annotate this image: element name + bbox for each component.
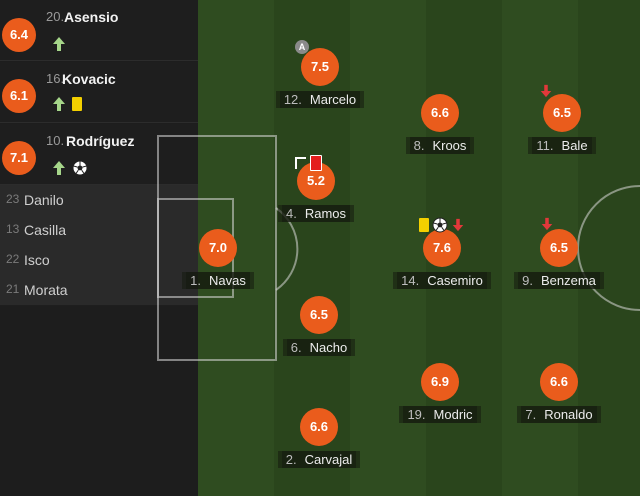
assist-icon: A — [295, 40, 309, 54]
substitute-row[interactable]: 7.1 10. Rodríguez — [0, 124, 198, 185]
player-label: 4.Ramos — [256, 205, 376, 222]
player-number: 9. — [518, 272, 537, 289]
player-label: 2.Carvajal — [259, 451, 379, 468]
player-name: Kroos — [428, 137, 471, 154]
player-name: Ronaldo — [540, 406, 597, 423]
player-name: Isco — [24, 252, 50, 268]
player-number: 14. — [397, 272, 424, 289]
player-marker[interactable]: 7.5 12.Marcelo — [260, 48, 380, 108]
player-marker[interactable]: 6.6 7.Ronaldo — [499, 363, 619, 423]
player-name: Danilo — [24, 192, 64, 208]
substitute-row[interactable]: 6.1 16. Kovacic — [0, 62, 198, 123]
player-label: 9.Benzema — [499, 272, 619, 289]
player-label: 19.Modric — [380, 406, 500, 423]
player-marker[interactable]: 6.5 11.Bale — [502, 94, 622, 154]
player-number: 20. — [46, 9, 65, 24]
rating-badge: 6.5 — [540, 229, 578, 267]
player-marker[interactable]: 6.6 8.Kroos — [380, 94, 500, 154]
player-label: 6.Nacho — [259, 339, 379, 356]
player-marker[interactable]: 6.5 6.Nacho — [259, 296, 379, 356]
player-name: Carvajal — [300, 451, 357, 468]
bench-row[interactable]: 22 Isco — [0, 245, 198, 276]
pitch: 7.5 12.Marcelo A 6.6 8.Kroos 6.5 11.Bale… — [157, 0, 640, 496]
player-number: 23 — [6, 192, 20, 206]
player-label: 14.Casemiro — [382, 272, 502, 289]
bench-row[interactable]: 21 Morata — [0, 275, 198, 306]
player-number: 13 — [6, 222, 20, 236]
rating-badge: 7.0 — [199, 229, 237, 267]
player-name: Benzema — [536, 272, 600, 289]
rating-badge: 7.1 — [2, 141, 36, 175]
player-number: 11. — [532, 137, 558, 154]
player-number: 22 — [6, 252, 20, 266]
player-number: 12. — [279, 91, 306, 108]
yellow-card-icon — [72, 97, 82, 111]
goal-ball-icon — [72, 160, 88, 176]
rating-badge: 7.6 — [423, 229, 461, 267]
substitution-out-icon — [541, 217, 553, 231]
player-name: Nacho — [305, 339, 352, 356]
player-number: 19. — [403, 406, 430, 423]
player-label: 12.Marcelo — [260, 91, 380, 108]
player-number: 6. — [286, 339, 306, 356]
player-marker[interactable]: 7.0 1.Navas — [158, 229, 278, 289]
player-name: Kovacic — [62, 71, 116, 87]
player-number: 16. — [46, 71, 65, 86]
goal-ball-icon — [432, 217, 448, 233]
player-name: Ramos — [300, 205, 351, 222]
substitution-out-icon — [295, 157, 306, 169]
player-marker[interactable]: 7.6 14.Casemiro — [382, 229, 502, 289]
player-marker[interactable]: 5.2 4.Ramos — [256, 162, 376, 222]
substitution-in-icon — [53, 37, 65, 51]
substitution-in-icon — [53, 161, 65, 175]
substitution-out-icon — [452, 218, 464, 232]
rating-badge: 6.6 — [421, 94, 459, 132]
rating-badge: 7.5 — [301, 48, 339, 86]
rating-badge: 6.6 — [540, 363, 578, 401]
yellow-card-icon — [419, 218, 429, 232]
player-name: Casemiro — [423, 272, 487, 289]
player-number: 8. — [409, 137, 429, 154]
player-name: Navas — [204, 272, 250, 289]
player-name: Modric — [429, 406, 477, 423]
rating-badge: 6.6 — [300, 408, 338, 446]
player-number: 10. — [46, 133, 65, 148]
player-name: Marcelo — [305, 91, 361, 108]
player-label: 11.Bale — [502, 137, 622, 154]
player-number: 1. — [186, 272, 205, 289]
player-number: 4. — [281, 205, 301, 222]
substitute-row[interactable]: 6.4 20. Asensio — [0, 0, 198, 61]
red-card-icon — [310, 155, 322, 171]
substitutes-panel: 6.4 20. Asensio 6.1 16. Kovacic 7.1 10. … — [0, 0, 198, 496]
rating-badge: 6.4 — [2, 18, 36, 52]
substitution-out-icon — [540, 84, 552, 98]
player-name: Asensio — [64, 9, 119, 25]
player-marker[interactable]: 6.6 2.Carvajal — [259, 408, 379, 468]
player-name: Morata — [24, 282, 68, 298]
player-name: Casilla — [24, 222, 67, 238]
player-number: 21 — [6, 282, 20, 296]
player-number: 2. — [281, 451, 301, 468]
player-label: 8.Kroos — [380, 137, 500, 154]
player-number: 7. — [521, 406, 541, 423]
player-label: 7.Ronaldo — [499, 406, 619, 423]
player-name: Bale — [557, 137, 592, 154]
bench-row[interactable]: 23 Danilo — [0, 185, 198, 216]
player-label: 1.Navas — [158, 272, 278, 289]
rating-badge: 6.5 — [300, 296, 338, 334]
rating-badge: 6.1 — [2, 79, 36, 113]
player-name: Rodríguez — [66, 133, 135, 149]
substitution-in-icon — [53, 97, 65, 111]
rating-badge: 6.9 — [421, 363, 459, 401]
player-marker[interactable]: 6.9 19.Modric — [380, 363, 500, 423]
player-marker[interactable]: 6.5 9.Benzema — [499, 229, 619, 289]
rating-badge: 6.5 — [543, 94, 581, 132]
